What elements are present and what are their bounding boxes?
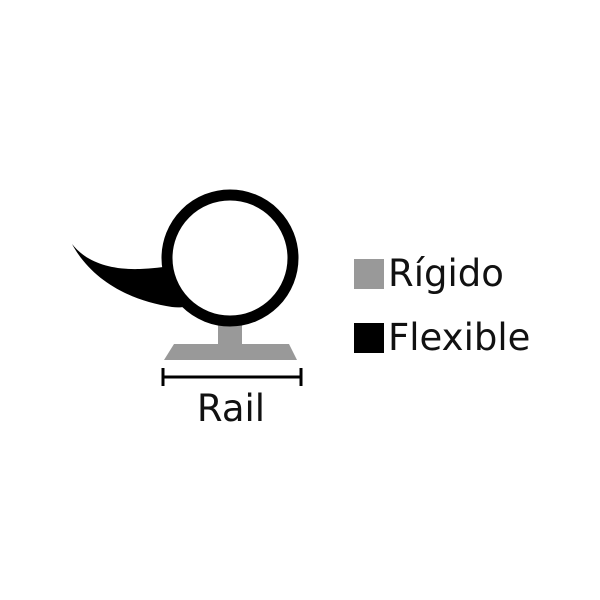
legend-item-rigid: Rígido — [354, 252, 504, 296]
flexible-legend-label: Flexible — [388, 316, 531, 359]
rigid-legend-label: Rígido — [388, 252, 504, 295]
flexible-color-swatch — [354, 323, 384, 353]
flexible-fin-icon — [72, 244, 199, 308]
rail-dimension-label: Rail — [196, 387, 266, 430]
rigid-base-plate — [164, 344, 297, 360]
flexible-hollow-bulb-icon — [161, 189, 299, 327]
rail-width-dimension-icon — [161, 368, 303, 386]
rigid-color-swatch — [354, 259, 384, 289]
legend-item-flexible: Flexible — [354, 316, 530, 360]
